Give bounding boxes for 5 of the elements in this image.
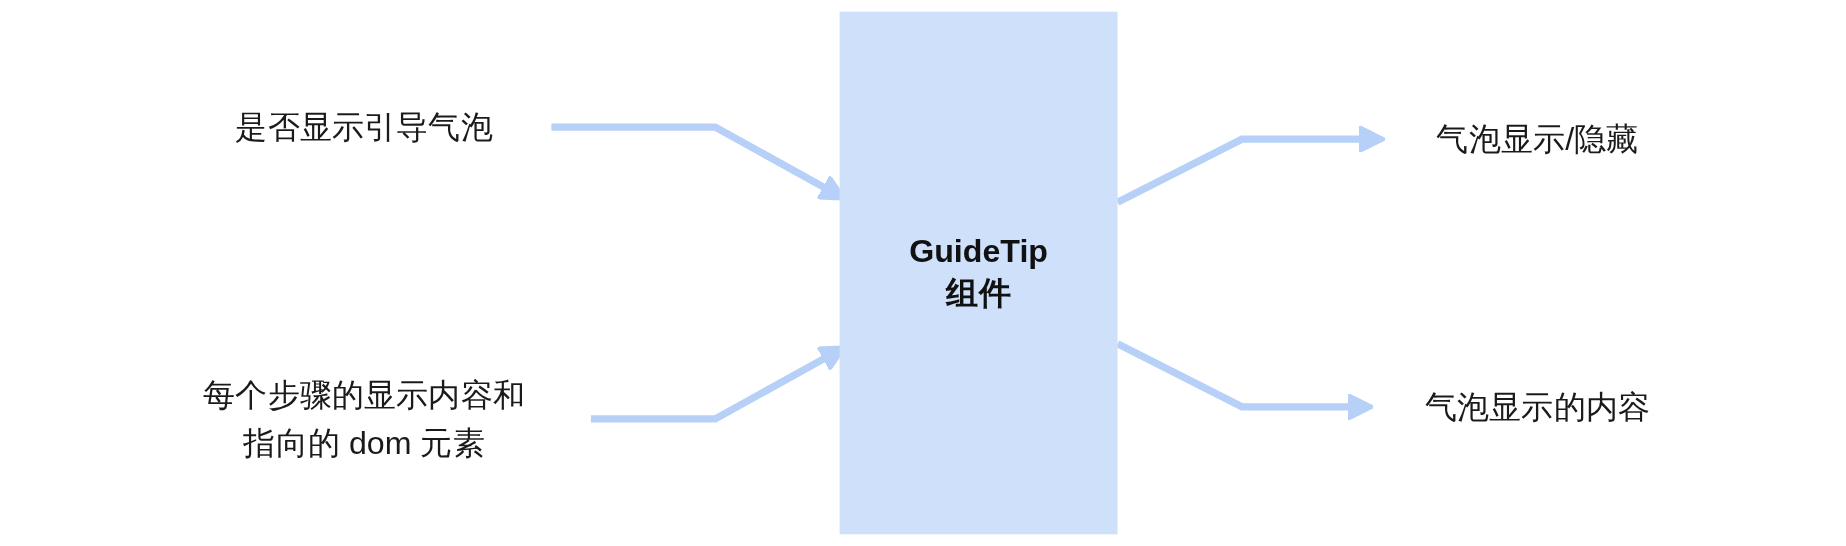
node-text: 每个步骤的显示内容和指向的 dom 元素 xyxy=(203,376,526,462)
node-box: GuideTip组件 xyxy=(839,11,1118,535)
node-text: 气泡显示的内容 xyxy=(1424,388,1651,426)
node-text: 是否显示引导气泡 xyxy=(235,108,493,146)
node-text: 气泡显示/隐藏 xyxy=(1436,120,1639,158)
